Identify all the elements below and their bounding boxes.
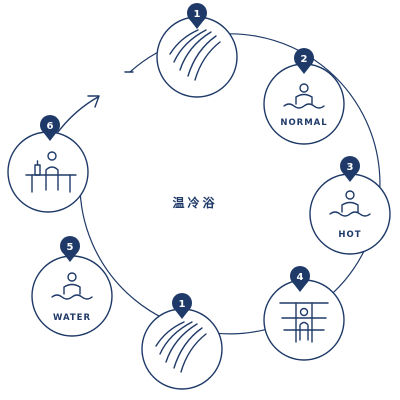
- step-circle: [263, 63, 345, 145]
- shower-icon: [155, 321, 207, 373]
- step-sauna[interactable]: 4: [263, 266, 345, 361]
- cycle-arrow-icon: [57, 95, 100, 133]
- step-water-bath[interactable]: WATER 5: [31, 236, 113, 337]
- step-number-pin: 1: [187, 3, 207, 29]
- step-circle: [7, 131, 89, 213]
- step-shower-top[interactable]: 1: [156, 3, 238, 98]
- step-circle: [31, 255, 113, 337]
- svg-text:1: 1: [194, 9, 201, 20]
- svg-text:5: 5: [67, 242, 74, 253]
- svg-text:3: 3: [347, 162, 354, 173]
- bath-icon: [283, 83, 325, 109]
- step-number-pin: 6: [40, 115, 60, 141]
- step-label: NORMAL: [280, 118, 327, 128]
- svg-text:2: 2: [301, 54, 308, 65]
- step-rest[interactable]: 6: [7, 115, 89, 213]
- svg-text:1: 1: [179, 299, 186, 310]
- bath-icon: [51, 272, 93, 300]
- sauna-icon: [279, 302, 329, 343]
- step-number-pin: 3: [340, 156, 360, 182]
- step-shower-bottom[interactable]: 1: [141, 293, 223, 390]
- rest-icon: [25, 151, 77, 193]
- svg-text:4: 4: [297, 272, 304, 283]
- step-number-pin: 2: [294, 48, 314, 74]
- step-normal-bath[interactable]: NORMAL 2: [263, 48, 345, 145]
- step-number-pin: 5: [60, 236, 80, 262]
- step-circle: [263, 279, 345, 361]
- center-title: 温冷浴: [172, 195, 217, 210]
- step-number-pin: 4: [290, 266, 310, 292]
- step-label: WATER: [53, 313, 91, 323]
- shower-icon: [169, 29, 221, 81]
- step-label: HOT: [338, 230, 361, 240]
- svg-text:6: 6: [47, 121, 54, 132]
- step-hot-bath[interactable]: HOT 3: [309, 156, 391, 255]
- step-number-pin: 1: [172, 293, 192, 319]
- bath-icon: [329, 190, 371, 217]
